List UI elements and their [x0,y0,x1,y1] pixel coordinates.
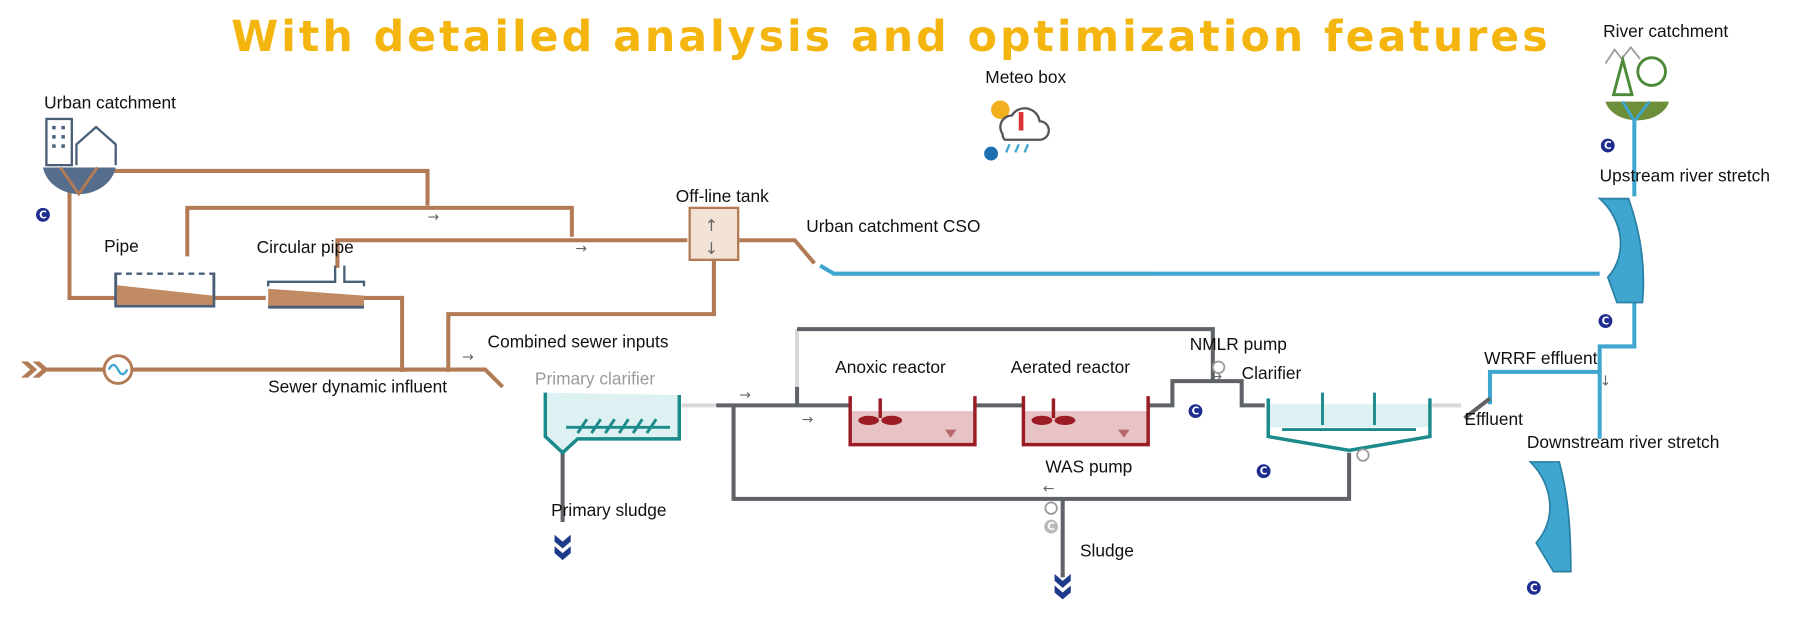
pipe-label: Pipe [104,236,139,256]
clarifier-label: Clarifier [1242,363,1302,383]
aerated-reactor-icon[interactable] [1021,396,1150,447]
flow-arrow: → [739,388,751,404]
pipe-icon[interactable] [114,272,216,308]
controller-badge[interactable]: C [1044,519,1059,534]
river-catchment-label: River catchment [1603,21,1728,41]
primary-sludge-label: Primary sludge [551,500,666,520]
plant-pipes [560,327,1492,578]
nmlr-pump-icon[interactable] [1211,360,1226,374]
primary-clarifier-icon[interactable] [543,392,682,456]
controller-badges: C C C C C C C [36,138,1615,595]
combined-sewer-inputs-label: Combined sewer inputs [488,332,669,352]
primary-sludge-chevron-icon[interactable] [554,534,571,561]
effluent-label: Effluent [1465,409,1524,429]
anoxic-reactor-icon[interactable] [848,396,977,447]
sewer-dynamic-influent-label: Sewer dynamic influent [268,377,447,397]
controller-badge[interactable]: C [36,207,50,222]
was-pump-label: WAS pump [1045,456,1132,476]
svg-text:C: C [1047,521,1055,533]
overlay-caption: With detailed analysis and optimization … [231,12,1548,62]
nmlr-pump-label: NMLR pump [1190,334,1287,354]
flow-arrow: → [462,349,474,365]
clarifier-icon[interactable] [1266,392,1432,462]
influent-chevron-icon[interactable] [21,361,49,378]
flow-arrow: ← [1043,481,1055,497]
meteo-box-label: Meteo box [985,67,1066,87]
urban-catchment-cso-label: Urban catchment CSO [806,216,980,236]
controller-badge[interactable]: C [1598,314,1613,328]
controller-badge[interactable]: C [1526,580,1541,595]
flow-arrow: → [428,210,440,226]
svg-text:↑: ↑ [705,216,719,235]
flow-arrow: → [802,412,814,428]
flow-arrow: → [575,241,587,257]
svg-text:↓: ↓ [705,239,719,258]
urban-catchment-label: Urban catchment [44,93,176,113]
offline-tank-label: Off-line tank [676,186,769,206]
controller-badge[interactable]: C [1188,404,1203,419]
circular-pipe-label: Circular pipe [257,237,354,257]
offline-tank-icon[interactable]: ↑ ↓ [688,206,740,261]
svg-text:C: C [1530,582,1538,594]
river-pipes [819,121,1637,439]
was-pump-icon[interactable] [1044,501,1058,515]
flow-arrow: ↓ [1600,374,1612,390]
controller-badge[interactable]: C [1600,138,1615,153]
downstream-river-stretch-label: Downstream river stretch [1527,432,1719,452]
sewer-pipes [46,168,816,389]
svg-text:C: C [1602,316,1610,328]
wrrf-effluent-label: WRRF effluent [1484,348,1597,368]
svg-text:C: C [1604,140,1612,152]
upstream-river-stretch-icon[interactable] [1597,197,1645,304]
downstream-river-stretch-icon[interactable] [1528,461,1572,573]
svg-text:C: C [1192,406,1200,418]
sludge-chevron-icon[interactable] [1054,573,1071,600]
river-catchment-icon[interactable] [1604,45,1669,124]
primary-clarifier-label: Primary clarifier [535,369,655,389]
meteo-box-icon[interactable] [984,100,1050,161]
circular-pipe-icon[interactable] [266,265,366,309]
svg-text:C: C [1260,466,1268,478]
controller-badge[interactable]: C [1256,464,1271,479]
sludge-label: Sludge [1080,541,1134,561]
anoxic-reactor-label: Anoxic reactor [835,357,946,377]
aerated-reactor-label: Aerated reactor [1011,357,1131,377]
upstream-river-stretch-label: Upstream river stretch [1600,165,1770,185]
flow-arrow: → [1211,369,1223,385]
urban-catchment-icon[interactable] [42,117,117,197]
svg-text:C: C [39,209,47,221]
sewer-dynamic-influent-icon[interactable] [102,354,134,385]
